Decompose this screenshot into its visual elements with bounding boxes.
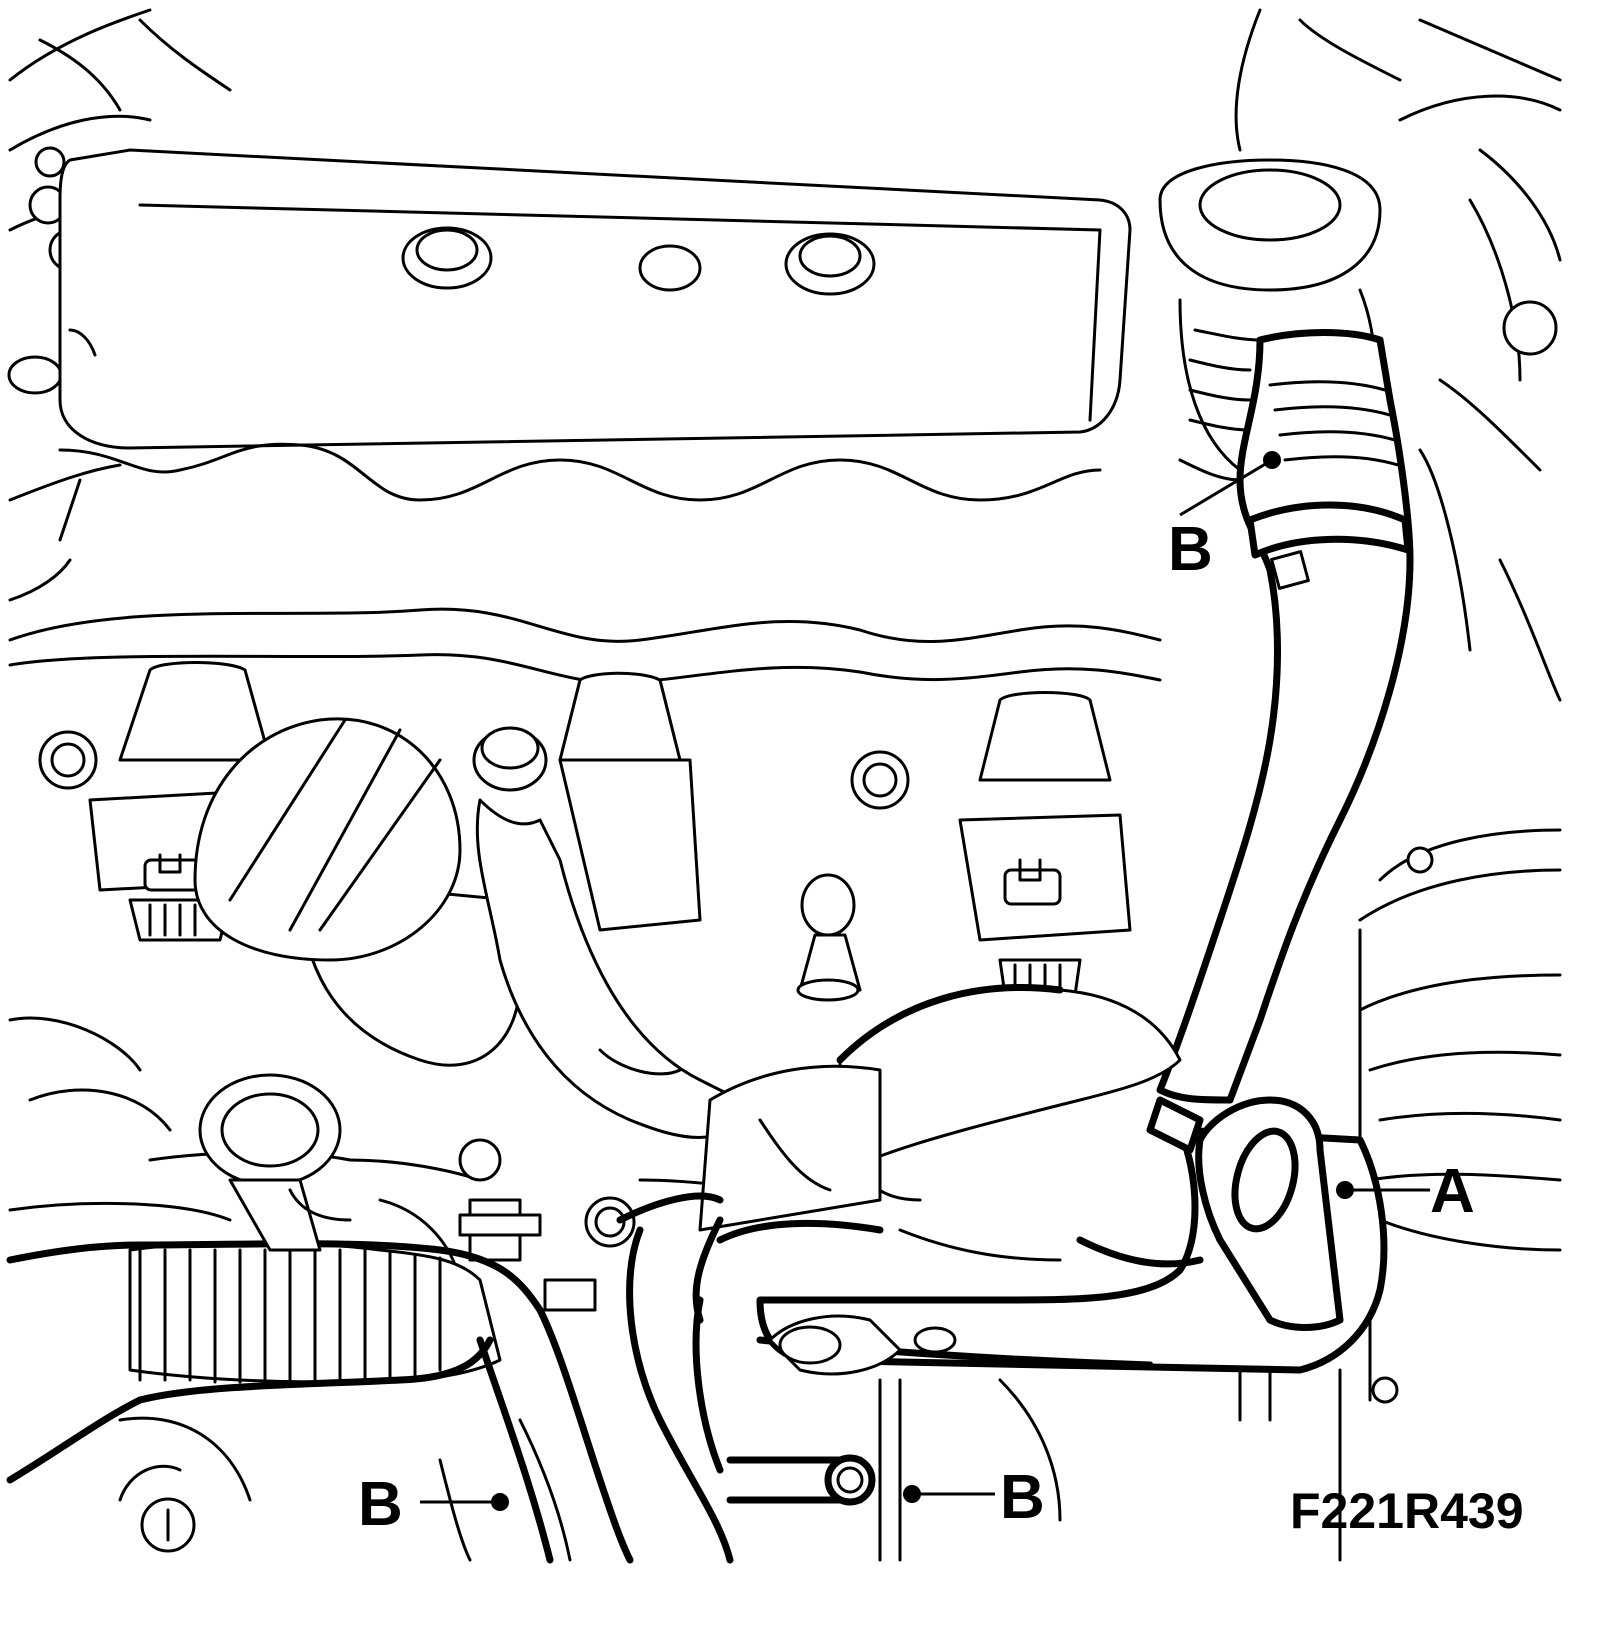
bolt-icon (458, 1138, 502, 1182)
bolt-icon (1406, 846, 1434, 874)
callout-labels: B A B B F221R439 (358, 515, 1524, 1539)
coolant-hose (1156, 329, 1414, 1104)
figure-code: F221R439 (1290, 1483, 1524, 1539)
oil-filler-cap (193, 717, 522, 1067)
bolt-icon (7, 355, 63, 395)
ignition-coil-3 (958, 691, 1132, 997)
ignition-coil-2 (558, 671, 702, 932)
bolt-icon (824, 1454, 876, 1506)
bolt-icon (401, 226, 493, 290)
bolt-icon (850, 750, 910, 810)
cylinder-head (8, 463, 1162, 1139)
leader-dot (903, 1485, 921, 1503)
clip (543, 1278, 597, 1312)
bolt-icon (784, 232, 876, 296)
corrugated-hose (6, 1073, 634, 1564)
bolt-icon (1502, 300, 1558, 356)
callout-label-b-top: B (1168, 515, 1213, 584)
valve-cover (58, 148, 1132, 502)
callout-label-b-bottom-center: B (1000, 1463, 1045, 1532)
bolt-icon (638, 244, 702, 292)
leader-line-b-top (1179, 458, 1273, 517)
bolt-icon (38, 730, 98, 790)
leader-dot (1263, 451, 1281, 469)
leader-dot (491, 1493, 509, 1511)
breather-hose (472, 726, 762, 1139)
callout-label-b-bottom-left: B (358, 1470, 403, 1539)
hose-ring (198, 1073, 342, 1187)
bolt-icon (34, 146, 66, 178)
lower-hose (616, 984, 1388, 1564)
callout-leaders (420, 451, 1430, 1511)
callout-label-a: A (1430, 1157, 1475, 1226)
leader-dot (1336, 1181, 1354, 1199)
